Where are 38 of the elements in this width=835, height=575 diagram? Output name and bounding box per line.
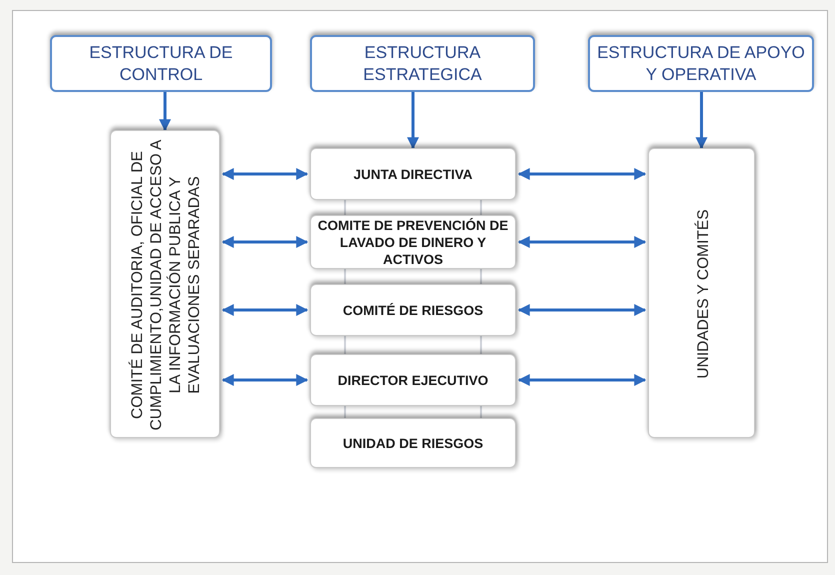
arrow [222, 304, 308, 316]
arrow [518, 168, 646, 180]
header-label: ESTRUCTURA DE CONTROL [88, 42, 234, 86]
arrow [222, 236, 308, 248]
box-label: UNIDAD DE RIESGOS [342, 434, 484, 452]
header-box [50, 35, 272, 92]
header-box [588, 35, 814, 92]
arrow [518, 374, 646, 386]
connector-line [344, 406, 346, 418]
arrow [518, 236, 646, 248]
connector-line [344, 200, 346, 215]
header-label: ESTRUCTURA DE APOYO Y OPERATIVA [596, 42, 806, 86]
header-box [310, 35, 535, 92]
connector-line [480, 269, 482, 284]
arrow [696, 92, 708, 150]
connector-line [480, 200, 482, 215]
box-label: COMITE DE PREVENCIÓN DE LAVADO DE DINERO Y ACTIVOS [316, 216, 510, 268]
process-box [310, 418, 516, 468]
box-label: DIRECTOR EJECUTIVO [338, 372, 488, 388]
process-box [310, 284, 516, 336]
arrow [159, 92, 171, 132]
connector-line [480, 406, 482, 418]
box-label: JUNTA DIRECTIVA [353, 166, 472, 182]
arrow [222, 168, 308, 180]
box-label: COMITÉ DE RIESGOS [342, 302, 484, 318]
connector-line [344, 336, 346, 354]
connector-line [344, 269, 346, 284]
column-box [648, 148, 755, 438]
process-box [310, 148, 516, 200]
column-label: COMITÉ DE AUDITORIA, OFICIAL DE CUMPLIMIENTO,UNIDAD DE ACCESO A LA INFORMACIÓN PUBLICA Y EVALUACIONES SEPARADAS [128, 139, 204, 431]
header-label: ESTRUCTURA ESTRATEGICA [362, 42, 483, 86]
column-box [110, 130, 220, 438]
arrow [518, 304, 646, 316]
process-box [310, 354, 516, 406]
connector-line [480, 336, 482, 354]
arrow [407, 92, 419, 150]
arrow [222, 374, 308, 386]
column-label: UNIDADES Y COMITÉS [693, 208, 712, 381]
